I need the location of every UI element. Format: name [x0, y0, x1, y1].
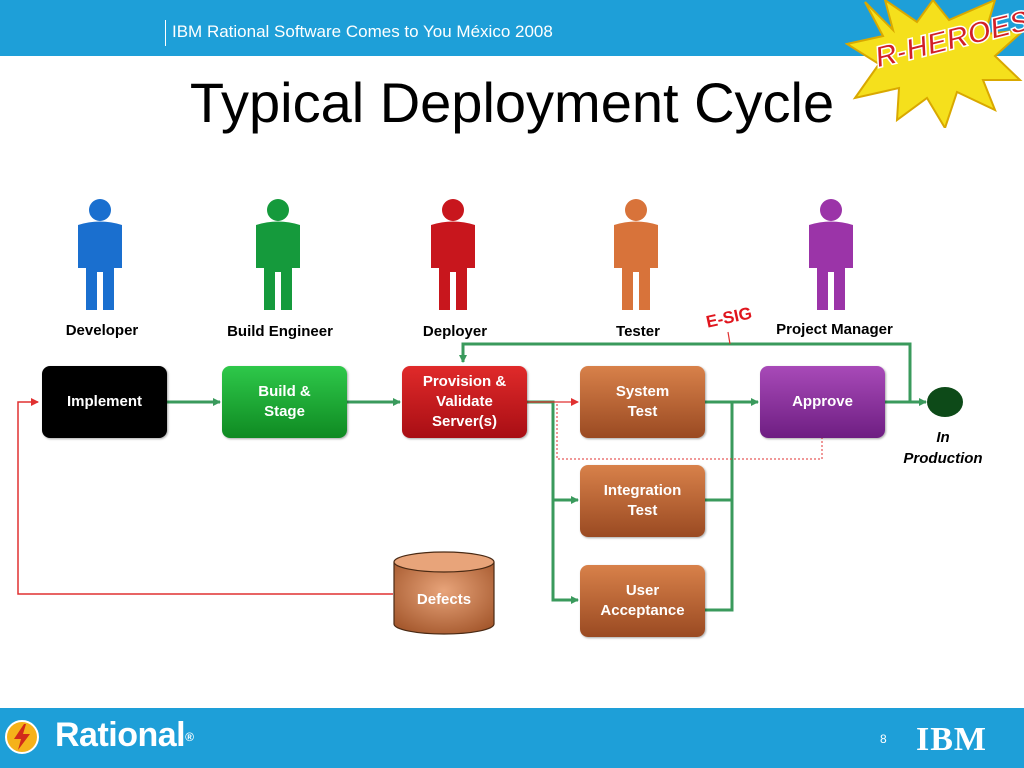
header-event-text: IBM Rational Software Comes to You Méxic… — [172, 22, 553, 41]
person-icon-build-engineer — [256, 199, 300, 310]
rational-logo: Rational® — [55, 716, 194, 755]
esig-feedback-arrow — [459, 342, 912, 402]
header-bar: IBM Rational Software Comes to You Méxic… — [0, 0, 1024, 56]
footer-bar — [0, 708, 1024, 768]
rational-lightning-icon — [5, 720, 39, 754]
registered-mark: ® — [185, 730, 194, 745]
user-acceptance-step: User Acceptance — [580, 565, 705, 637]
page-number: 8 — [880, 732, 887, 746]
implement-step: Implement — [42, 366, 167, 438]
ibm-logo: IBM — [916, 721, 987, 758]
role-label-developer: Developer — [65, 322, 139, 339]
slide-title: Typical Deployment Cycle — [189, 71, 835, 134]
role-label-build-engineer: Build Engineer — [227, 323, 333, 340]
build-stage-step: Build & Stage — [222, 366, 347, 438]
approve-step: Approve — [760, 366, 885, 438]
person-icon-tester — [614, 199, 658, 310]
defect-feedback-line — [17, 398, 393, 595]
role-label-tester: Tester — [616, 323, 660, 340]
person-icon-developer — [78, 199, 122, 310]
person-icon-deployer — [431, 199, 475, 310]
provision-validate-step: Provision & Validate Server(s) — [402, 366, 527, 438]
role-label-project-manager: Project Manager — [776, 321, 893, 338]
integration-test-step: Integration Test — [580, 465, 705, 537]
defects-label: Defects — [416, 591, 472, 608]
system-test-step: System Test — [580, 366, 705, 438]
in-production-label: In Production — [903, 429, 983, 467]
arrow-user-acceptance-to-approve — [705, 500, 734, 612]
defects-database-icon — [393, 551, 495, 635]
esig-marker-line — [727, 331, 731, 345]
role-label-deployer: Deployer — [422, 323, 488, 340]
arrow-integration-to-approve — [705, 402, 734, 502]
production-node — [927, 387, 963, 417]
rational-brand-text: Rational — [55, 716, 186, 754]
header-separator — [165, 20, 166, 46]
person-icon-project-manager — [809, 199, 853, 310]
r-heroes-badge: R-HEROES — [845, 0, 1024, 128]
